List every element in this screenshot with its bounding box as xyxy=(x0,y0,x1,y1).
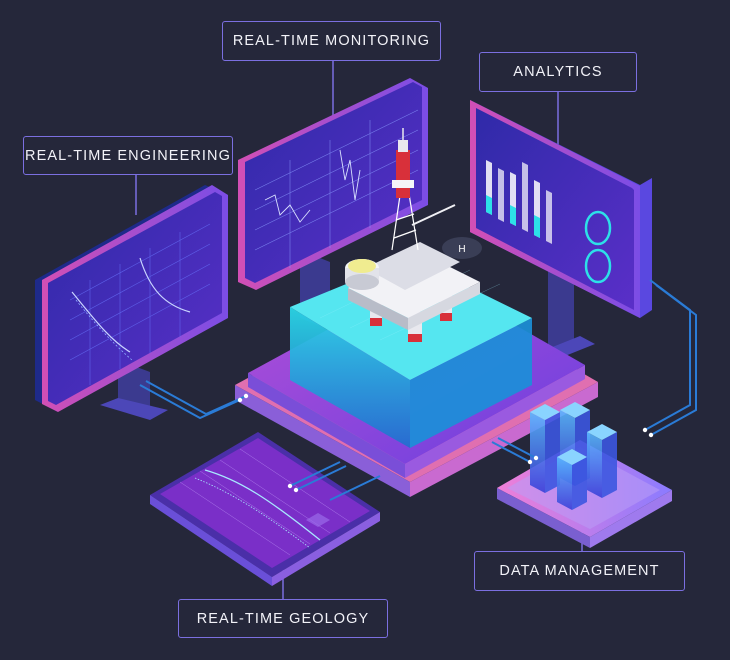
data-cubes-icon xyxy=(530,402,617,510)
network-cables xyxy=(139,279,697,501)
cable-connectors xyxy=(237,393,654,493)
label-real-time-engineering: REAL-TIME ENGINEERING xyxy=(23,136,233,175)
helipad-icon: H xyxy=(442,237,482,259)
geology-tablet xyxy=(150,432,380,586)
oil-platform-icon: H xyxy=(345,128,482,342)
label-analytics: ANALYTICS xyxy=(479,52,637,92)
engineering-monitor xyxy=(35,185,228,412)
svg-text:H: H xyxy=(458,244,465,255)
label-real-time-monitoring: REAL-TIME MONITORING xyxy=(222,21,441,61)
analytics-bars xyxy=(486,160,552,244)
analytics-monitor xyxy=(470,100,652,318)
label-real-time-geology: REAL-TIME GEOLOGY xyxy=(178,599,388,638)
label-data-management: DATA MANAGEMENT xyxy=(474,551,685,591)
monitoring-monitor xyxy=(238,78,428,290)
